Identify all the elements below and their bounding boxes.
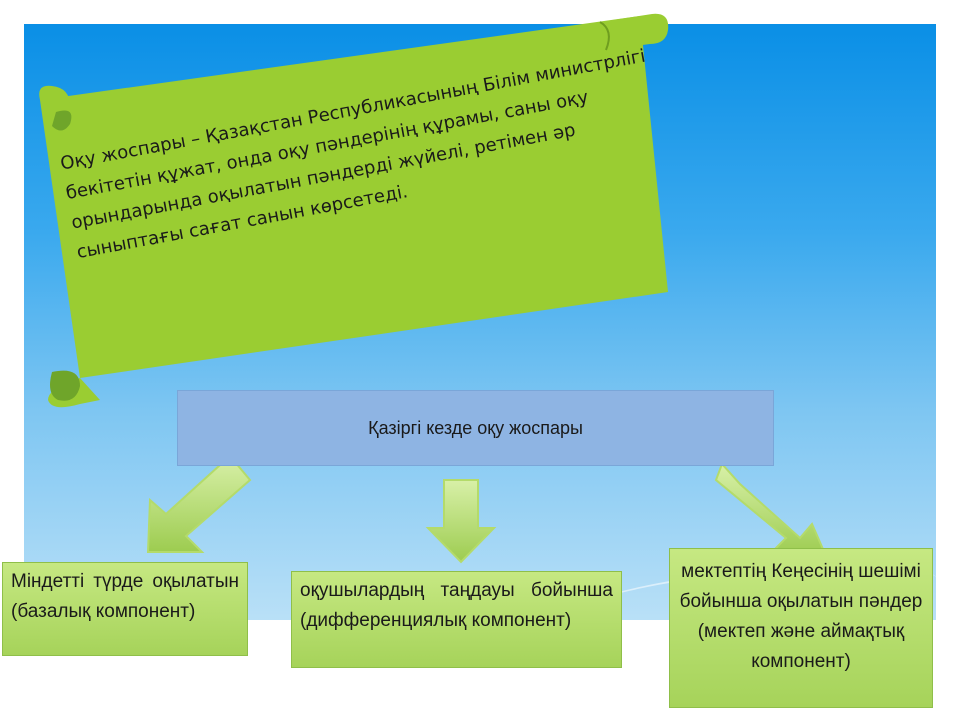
header-box: Қазіргі кезде оқу жоспары bbox=[177, 390, 774, 466]
component-label-basic: Міндетті түрде оқылатын (базалық компоне… bbox=[11, 571, 239, 622]
component-box-basic: Міндетті түрде оқылатын (базалық компоне… bbox=[2, 562, 248, 656]
arrow-left bbox=[146, 454, 252, 553]
component-box-school: мектептің Кеңесінің шешімі бойынша оқыла… bbox=[669, 548, 933, 708]
arrow-right bbox=[714, 462, 828, 558]
component-label-differential: оқушылардың таңдауы бойынша (дифференция… bbox=[300, 580, 613, 631]
header-label: Қазіргі кезде оқу жоспары bbox=[368, 417, 583, 438]
scroll-banner bbox=[39, 13, 669, 408]
component-box-differential: оқушылардың таңдауы бойынша (дифференция… bbox=[291, 571, 622, 668]
arrow-center bbox=[425, 479, 497, 564]
component-label-school: мектептің Кеңесінің шешімі бойынша оқыла… bbox=[679, 561, 923, 672]
